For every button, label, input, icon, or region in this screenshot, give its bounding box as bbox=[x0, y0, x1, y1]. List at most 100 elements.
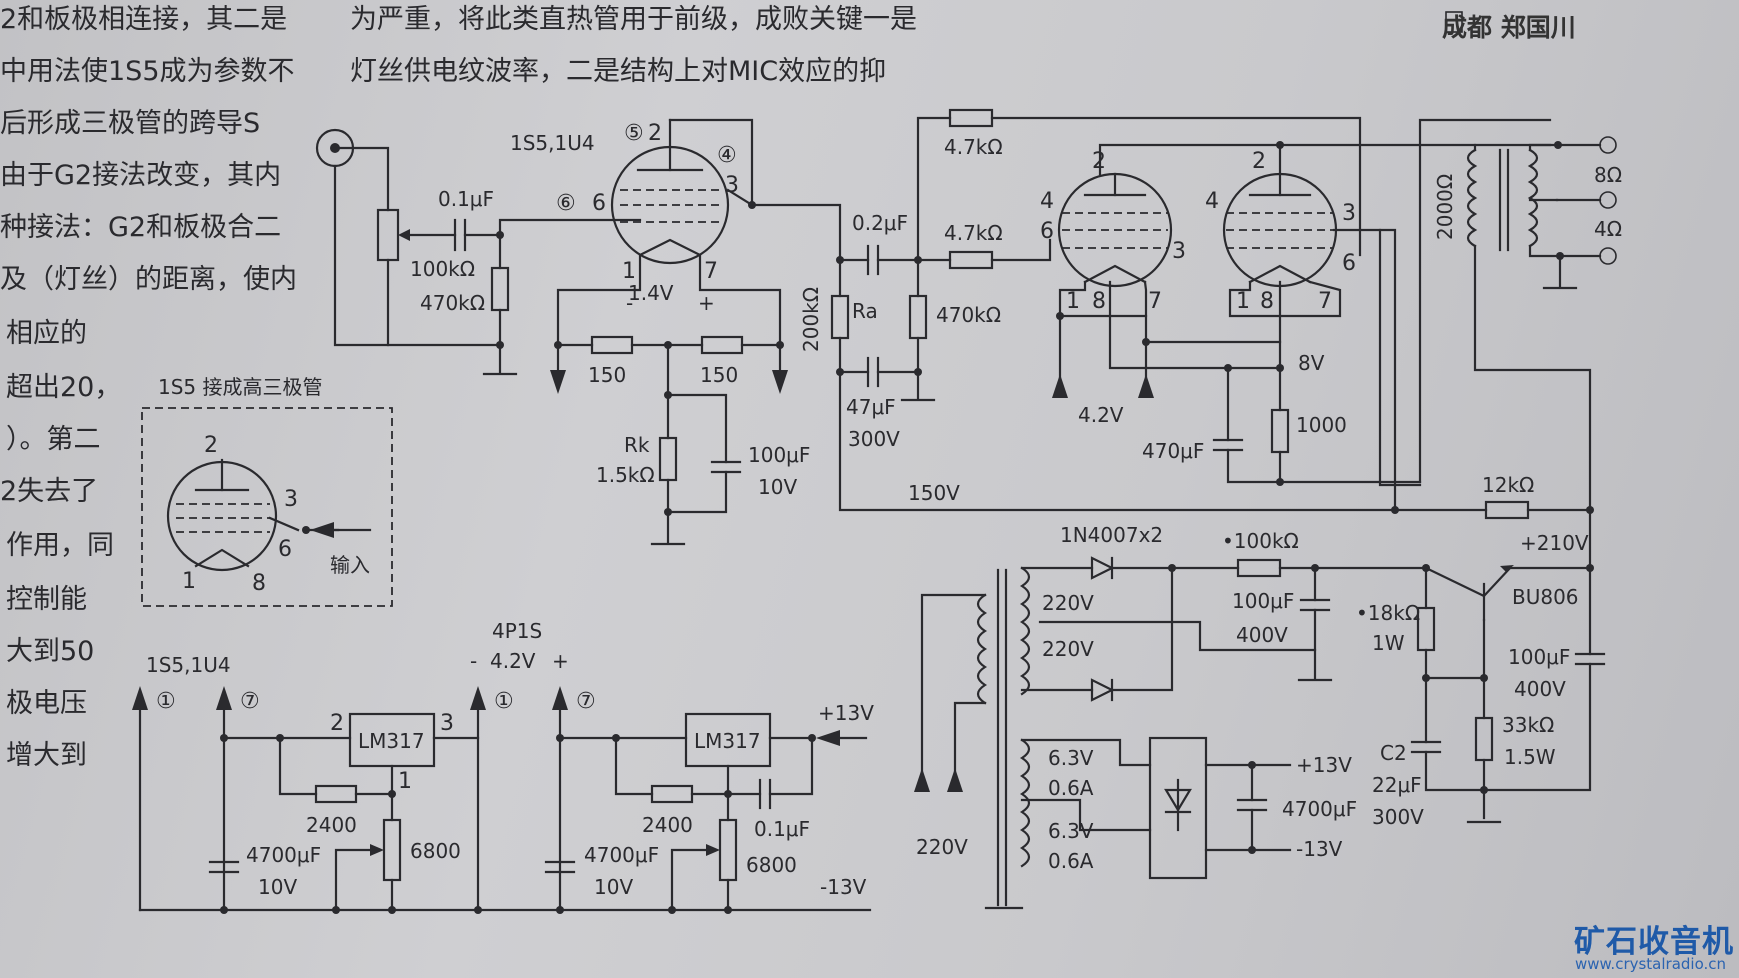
inset-pin-8: 8 bbox=[252, 571, 266, 596]
t1-circle-5: ⑤ bbox=[624, 121, 644, 146]
left-text-line-9: ）。第二 bbox=[6, 424, 101, 455]
mains-input-arrow-icon bbox=[914, 768, 930, 792]
ot-pin-1a: 1 bbox=[1066, 289, 1080, 314]
r6800b-label: 6800 bbox=[746, 853, 797, 877]
ra-resistor bbox=[830, 294, 850, 340]
c4700a-voltage: 10V bbox=[258, 875, 297, 899]
r100k-label: •100kΩ bbox=[1222, 529, 1299, 553]
rk-value: 1.5kΩ bbox=[596, 463, 655, 487]
filament-supply-arrow-icon bbox=[772, 370, 788, 394]
ot-pin-7b: 7 bbox=[1318, 289, 1332, 314]
c2-value: 22μF bbox=[1372, 773, 1422, 797]
c100b-label: 100μF bbox=[1508, 645, 1570, 669]
reg-p13-label: +13V bbox=[818, 701, 874, 725]
ot-pin-6b: 6 bbox=[1342, 251, 1356, 276]
t1-pin-2: 2 bbox=[648, 121, 662, 146]
bridge-rectifier bbox=[1148, 736, 1208, 880]
inset-pin-1: 1 bbox=[182, 569, 196, 594]
inset-pin-2: 2 bbox=[204, 433, 218, 458]
c100b-voltage: 400V bbox=[1514, 677, 1566, 701]
left-text-line-14: 极电压 bbox=[6, 688, 87, 719]
reg1-pin-7: ⑦ bbox=[240, 689, 260, 714]
fil2-voltage: 4.2V bbox=[1078, 403, 1124, 427]
diode-1-icon bbox=[1090, 556, 1115, 580]
s63a-label: 6.3V bbox=[1048, 746, 1094, 770]
r1000-resistor bbox=[1270, 408, 1290, 454]
ot-pin-2b: 2 bbox=[1252, 149, 1266, 174]
r1000-label: 1000 bbox=[1296, 413, 1347, 437]
ck-voltage: 10V bbox=[758, 475, 797, 499]
supply-arrow-icon bbox=[552, 686, 568, 710]
reg-m13-label: -13V bbox=[820, 875, 867, 899]
c100a-label: 100μF bbox=[1232, 589, 1294, 613]
article-top-text: 为严重，将此类直热管用于前级，成败关键一是 灯丝供电纹波率，二是结构上对MIC效… bbox=[350, 4, 917, 87]
sec220b-label: 220V bbox=[1042, 637, 1094, 661]
left-text-line-5: 种接法：G2和板极合二 bbox=[0, 212, 281, 243]
c2-label: C2 bbox=[1380, 741, 1407, 765]
t1-pin-1: 1 bbox=[622, 259, 636, 284]
ot-pin-8a: 8 bbox=[1092, 289, 1106, 314]
left-text-line-8: 超出20， bbox=[6, 372, 121, 403]
c4700a-label: 4700μF bbox=[246, 843, 321, 867]
ot-pin-2a: 2 bbox=[1092, 149, 1106, 174]
pot-in-label: 100kΩ bbox=[410, 257, 475, 281]
pot-wiper-arrow-icon bbox=[370, 844, 384, 856]
ot-pin-8b: 8 bbox=[1260, 289, 1274, 314]
r150-left bbox=[590, 335, 634, 355]
r-g2a-label: 4.7kΩ bbox=[944, 135, 1003, 159]
t1-pin-6: 6 bbox=[592, 191, 606, 216]
ot-pin-3a: 3 bbox=[1172, 239, 1186, 264]
diodes-label: 1N4007x2 bbox=[1060, 523, 1163, 547]
filament-supply-arrow-icon bbox=[1138, 374, 1154, 398]
r150a-label: 150 bbox=[588, 363, 626, 387]
left-text-line-6: 及（灯丝）的距离，使内 bbox=[0, 264, 297, 295]
r-g470-label: 470kΩ bbox=[936, 303, 1001, 327]
c4700b-voltage: 10V bbox=[594, 875, 633, 899]
ot-pin-7a: 7 bbox=[1148, 289, 1162, 314]
rk-label: Rk bbox=[624, 433, 650, 457]
ot-pin-4a: 4 bbox=[1040, 189, 1054, 214]
p13v-label: +13V bbox=[1296, 753, 1352, 777]
left-text-line-2: 中用法使1S5成为参数不 bbox=[0, 56, 295, 87]
r-g2-a bbox=[948, 108, 994, 128]
mains-input-arrow-icon bbox=[947, 768, 963, 792]
c-dec-label: 47μF bbox=[846, 395, 896, 419]
ck-label: 100μF bbox=[748, 443, 810, 467]
tube-1s5 bbox=[610, 118, 730, 265]
t1-circle-4: ④ bbox=[717, 143, 737, 168]
filament-supply-arrow-icon bbox=[1052, 374, 1068, 398]
c-cpl-label: 0.2μF bbox=[852, 211, 908, 235]
power-transformer bbox=[976, 566, 1031, 907]
b-plus-1-label: 150V bbox=[908, 481, 960, 505]
otx-primary-label: 2000Ω bbox=[1433, 174, 1457, 240]
article-left-column: 2和板极相连接，其二是 中用法使1S5成为参数不 后形成三极管的跨导S 由于G2… bbox=[0, 4, 297, 771]
supply-arrow-icon bbox=[216, 686, 232, 710]
r150b-label: 150 bbox=[700, 363, 738, 387]
r33k-watt: 1.5W bbox=[1504, 745, 1556, 769]
input-potentiometer bbox=[376, 208, 400, 262]
m13v-label: -13V bbox=[1296, 837, 1343, 861]
r18k-watt: 1W bbox=[1372, 631, 1405, 655]
t1-pin-3: 3 bbox=[725, 173, 739, 198]
rk-resistor bbox=[658, 436, 678, 482]
left-text-line-15: 增大到 bbox=[6, 740, 87, 771]
inset-box bbox=[141, 407, 393, 607]
c100a-voltage: 400V bbox=[1236, 623, 1288, 647]
ra-value: 200kΩ bbox=[799, 287, 823, 352]
v8-label: 8V bbox=[1298, 351, 1325, 375]
r-grid-label: 470kΩ bbox=[420, 291, 485, 315]
r-g470-resistor bbox=[908, 294, 928, 340]
sec220a-label: 220V bbox=[1042, 591, 1094, 615]
spk-terminal-8 bbox=[1599, 136, 1617, 154]
lm317a-pin-1: 1 bbox=[398, 769, 412, 794]
reg1-label: 1S5,1U4 bbox=[146, 653, 231, 677]
c-dec-voltage: 300V bbox=[848, 427, 900, 451]
inset-pin-6: 6 bbox=[278, 537, 292, 562]
pot-wiper-arrow-icon bbox=[398, 229, 410, 241]
reg2-voltage: 4.2V bbox=[490, 649, 536, 673]
filament-plus: + bbox=[698, 291, 715, 315]
top-text-line-1: 为严重，将此类直热管用于前级，成败关键一是 bbox=[350, 4, 917, 35]
